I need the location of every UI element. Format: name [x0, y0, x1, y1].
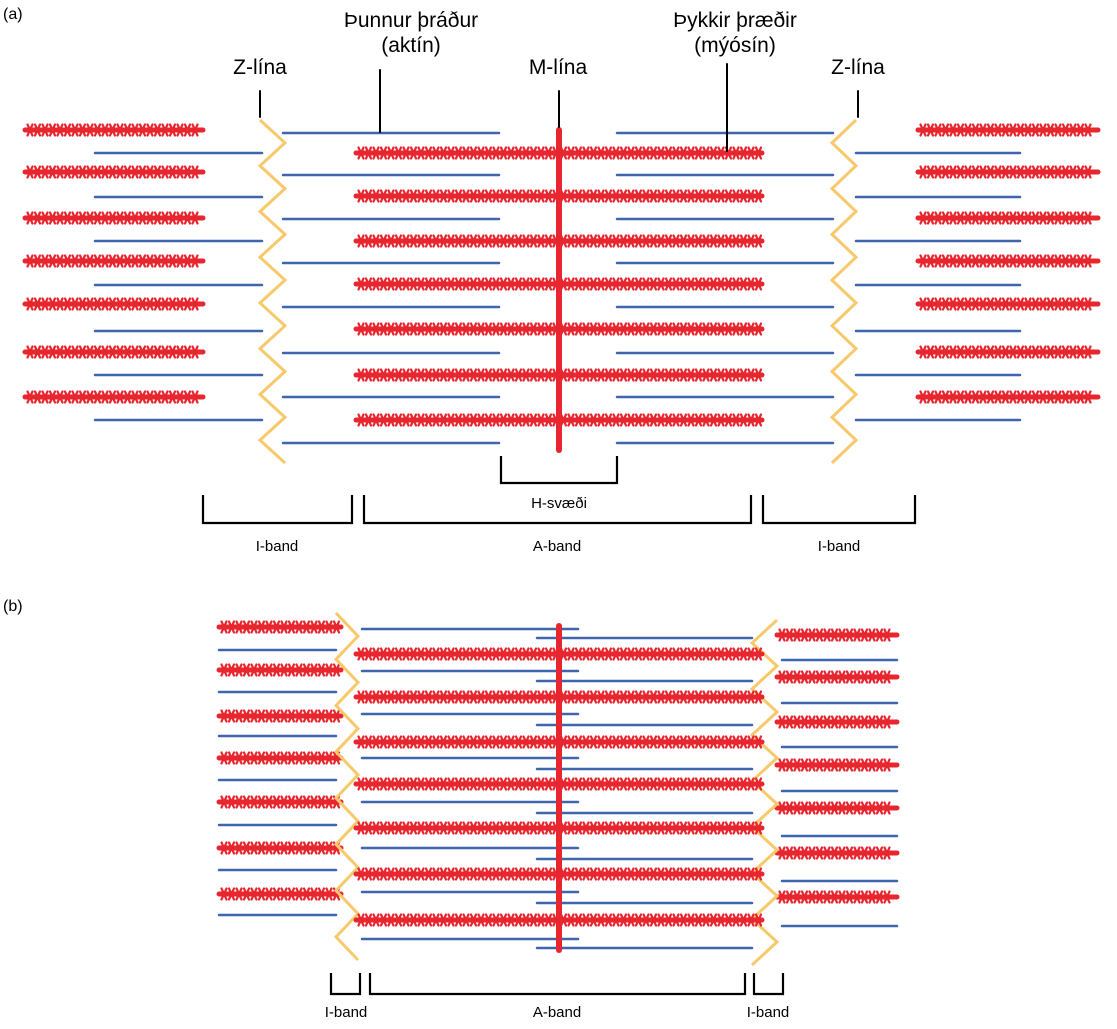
z-line-left-b: [333, 611, 361, 962]
filaments-layer: [22, 63, 1101, 996]
myosin-heads: [357, 690, 763, 704]
myosin-heads: [778, 670, 891, 684]
i-band-right-label-b: I-band: [747, 1004, 790, 1021]
h-zone-label: H-svæði: [531, 495, 587, 512]
myosin-heads: [220, 620, 341, 634]
myosin-heads: [26, 297, 199, 311]
a-band-bracket-a: [362, 495, 753, 525]
myosin-heads: [357, 322, 763, 336]
myosin-heads: [919, 123, 1092, 137]
myosin-heads: [357, 913, 763, 927]
myosin-heads: [778, 628, 891, 642]
thin-filament-label-line1: Þunnur þráður: [344, 9, 478, 32]
myosin-heads: [357, 277, 763, 291]
myosin-heads: [778, 846, 891, 860]
thick-filament-label-line2: (mýósín): [694, 34, 776, 57]
myosin-heads: [357, 368, 763, 382]
a-band-label-a: A-band: [533, 538, 581, 555]
i-band-left-bracket-b: [329, 973, 362, 996]
z-line-left-a: [257, 118, 288, 465]
z-line-right-b: [749, 618, 780, 967]
i-band-right-bracket-a: [761, 495, 917, 525]
i-band-right-bracket-b: [752, 973, 785, 996]
i-band-right-label-a: I-band: [818, 538, 861, 555]
myosin-heads: [357, 189, 763, 203]
z-line-right-a: [829, 118, 859, 465]
myosin-heads: [357, 647, 763, 661]
myosin-heads: [220, 841, 341, 855]
myosin-heads: [778, 890, 891, 904]
myosin-heads: [919, 254, 1092, 268]
a-band-bracket-b: [368, 973, 747, 996]
myosin-heads: [778, 758, 891, 772]
myosin-heads: [919, 165, 1092, 179]
myosin-heads: [919, 211, 1092, 225]
myosin-heads: [357, 821, 763, 835]
myosin-heads: [26, 390, 199, 404]
m-line-label: M-lína: [529, 56, 588, 79]
myosin-heads: [26, 123, 199, 137]
i-band-left-label-a: I-band: [256, 538, 299, 555]
myosin-heads: [26, 345, 199, 359]
myosin-heads: [778, 715, 891, 729]
i-band-left-bracket-a: [201, 495, 354, 525]
myosin-heads: [26, 165, 199, 179]
myosin-heads: [919, 297, 1092, 311]
myosin-heads: [26, 254, 199, 268]
i-band-left-label-b: I-band: [325, 1004, 368, 1021]
myosin-heads: [357, 777, 763, 791]
myosin-heads: [220, 709, 341, 723]
thick-filament-label-line1: Þykkir þræðir: [673, 9, 797, 32]
myosin-heads: [919, 390, 1092, 404]
panel-a-label: (a): [3, 6, 23, 23]
myosin-heads: [357, 413, 763, 427]
myosin-heads: [919, 345, 1092, 359]
thin-filament-label-line2: (aktín): [381, 34, 441, 57]
a-band-label-b: A-band: [533, 1004, 581, 1021]
z-line-right-label: Z-lína: [831, 56, 885, 79]
myosin-heads: [357, 146, 763, 160]
myosin-heads: [357, 234, 763, 248]
h-zone-bracket: [499, 456, 619, 485]
myosin-heads: [220, 887, 341, 901]
z-line-left-label: Z-lína: [233, 56, 287, 79]
myosin-heads: [357, 735, 763, 749]
myosin-heads: [220, 751, 341, 765]
panel-b-label: (b): [3, 598, 23, 615]
myosin-heads: [778, 801, 891, 815]
myosin-heads: [357, 867, 763, 881]
myosin-heads: [26, 211, 199, 225]
myosin-heads: [220, 795, 341, 809]
myosin-heads: [220, 663, 341, 677]
